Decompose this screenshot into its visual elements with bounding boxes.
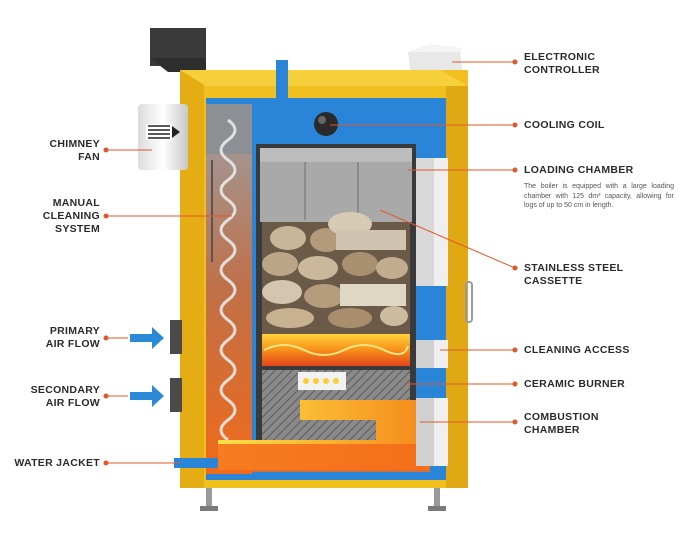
- cooling-coil: [314, 112, 338, 136]
- water-inlet-pipe: [174, 458, 218, 468]
- combustion-chamber: [218, 400, 430, 472]
- label-line: CLEANING: [42, 210, 100, 222]
- label-line: CERAMIC BURNER: [524, 378, 626, 390]
- leader-lines: [103, 59, 518, 466]
- label-line: LOADING CHAMBER: [524, 164, 634, 176]
- label-line: STAINLESS STEEL: [524, 262, 624, 274]
- label-chimney-fan: CHIMNEY FAN: [20, 138, 100, 164]
- chimney-flue: [150, 28, 206, 72]
- label-manual-cleaning-system: MANUAL CLEANING SYSTEM: [20, 197, 100, 236]
- ember-bed: [262, 334, 410, 366]
- label-line: AIR FLOW: [45, 397, 100, 409]
- side-doors: [416, 158, 473, 466]
- boiler-legs: [200, 488, 446, 511]
- label-line: SECONDARY: [30, 384, 100, 396]
- label-loading-chamber: LOADING CHAMBER: [524, 164, 634, 177]
- primary-air-arrow: [130, 327, 164, 349]
- label-line: CASSETTE: [524, 275, 583, 287]
- chimney-fan: [138, 104, 188, 170]
- label-combustion-chamber: COMBUSTION CHAMBER: [524, 411, 599, 437]
- label-line: FAN: [78, 151, 100, 163]
- label-line: COOLING COIL: [524, 119, 605, 131]
- label-stainless-steel-cassette: STAINLESS STEEL CASSETTE: [524, 262, 623, 288]
- label-ceramic-burner: CERAMIC BURNER: [524, 378, 625, 391]
- label-cooling-coil: COOLING COIL: [524, 119, 605, 132]
- flue-passage: [206, 104, 252, 474]
- label-line: CHAMBER: [524, 424, 580, 436]
- secondary-air-arrow: [130, 385, 164, 407]
- label-line: SYSTEM: [55, 223, 100, 235]
- label-electronic-controller: ELECTRONIC CONTROLLER: [524, 51, 600, 77]
- label-line: CLEANING ACCESS: [524, 344, 630, 356]
- label-line: CHIMNEY: [49, 138, 100, 150]
- firewood-logs: [262, 212, 410, 334]
- label-line: COMBUSTION: [524, 411, 599, 423]
- label-line: CONTROLLER: [524, 64, 600, 76]
- label-line: AIR FLOW: [45, 338, 100, 350]
- label-primary-air-flow: PRIMARY AIR FLOW: [10, 325, 100, 351]
- loading-chamber-description: The boiler is equipped with a large load…: [524, 183, 674, 209]
- label-line: PRIMARY: [49, 325, 100, 337]
- label-line: WATER JACKET: [14, 457, 100, 469]
- label-secondary-air-flow: SECONDARY AIR FLOW: [10, 384, 100, 410]
- label-line: ELECTRONIC: [524, 51, 596, 63]
- label-water-jacket: WATER JACKET: [0, 457, 100, 470]
- air-inlets: [170, 320, 182, 412]
- label-line: MANUAL: [52, 197, 100, 209]
- label-cleaning-access: CLEANING ACCESS: [524, 344, 630, 357]
- electronic-controller-panel: [408, 44, 462, 70]
